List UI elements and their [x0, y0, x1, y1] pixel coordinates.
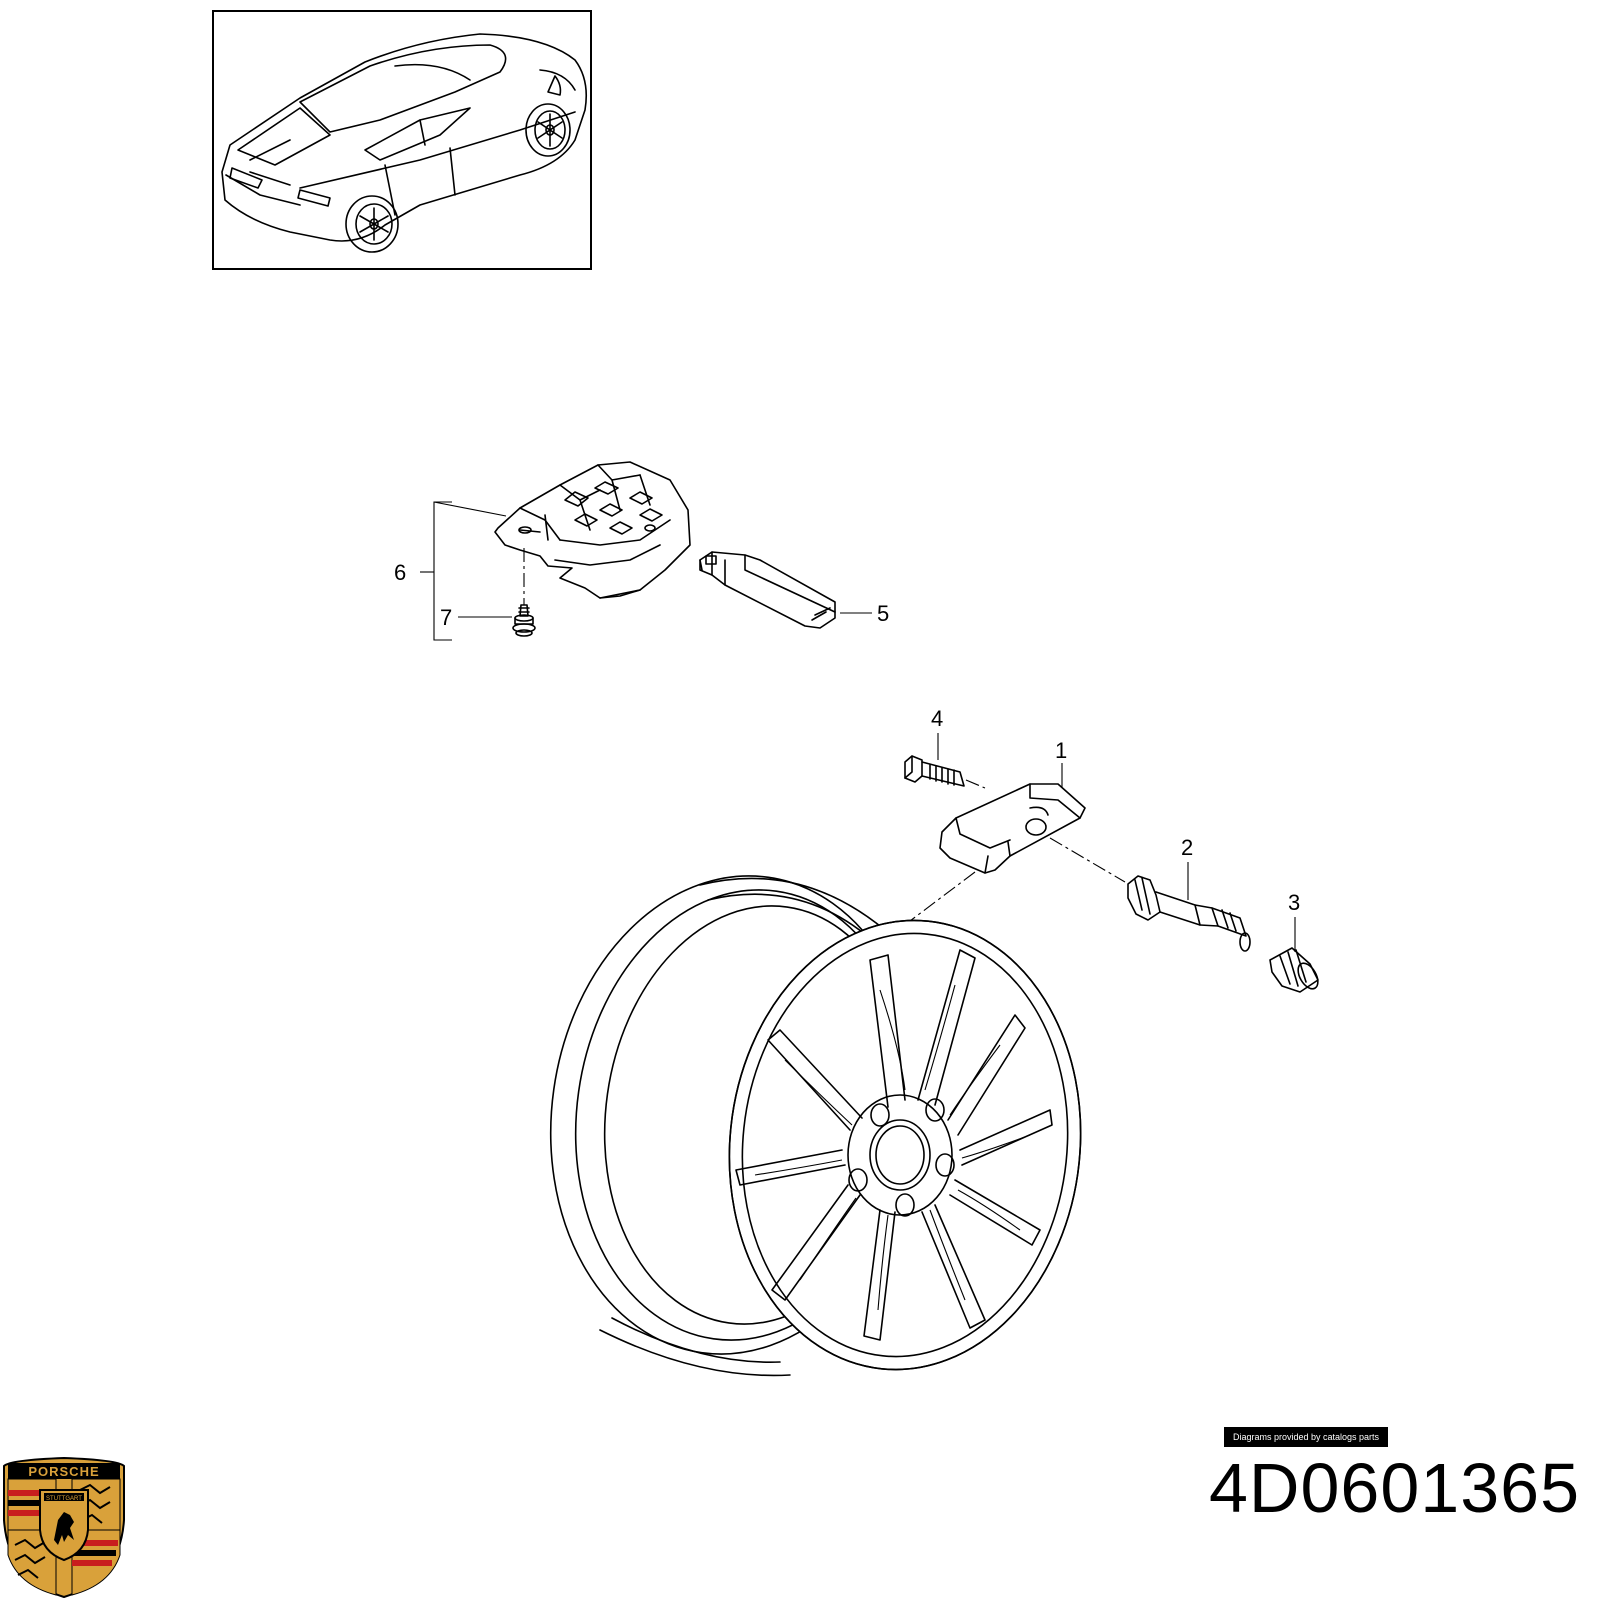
callout-3: 3: [1288, 890, 1300, 915]
callout-labels: 1 2 3 4 5 6 7: [394, 560, 1300, 915]
callout-4: 4: [931, 706, 943, 731]
callout-1: 1: [1055, 738, 1067, 763]
callout-leaders-bottom: [937, 733, 1296, 952]
control-unit: [699, 551, 836, 629]
screw: [512, 604, 536, 637]
svg-text:PORSCHE: PORSCHE: [28, 1464, 99, 1479]
wheel-rim: [549, 875, 1082, 1377]
tire-pressure-sensor: [939, 783, 1126, 883]
vehicle-overview: [212, 10, 592, 270]
part-number: 4D0601365: [1209, 1449, 1580, 1527]
svg-text:STUTTGART: STUTTGART: [46, 1496, 82, 1502]
callout-5: 5: [877, 601, 889, 626]
valve-cap: [1269, 947, 1319, 993]
diagram-credit: Diagrams provided by catalogs parts: [1224, 1427, 1388, 1447]
callout-7: 7: [440, 605, 452, 630]
callout-6: 6: [394, 560, 406, 585]
callout-leaders-top: [420, 501, 872, 641]
callout-2: 2: [1181, 835, 1193, 860]
sensor-bolt: [904, 755, 986, 789]
valve-stem: [1127, 875, 1251, 952]
porsche-crest-icon: PORSCHE STUTTGART: [3, 1456, 125, 1599]
control-unit-bracket: [494, 461, 691, 605]
